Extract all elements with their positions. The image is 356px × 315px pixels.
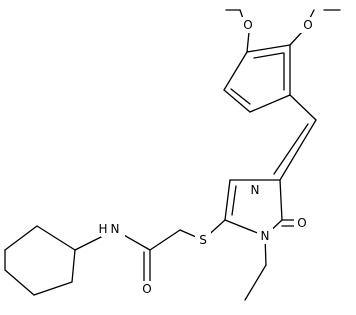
amide-nitrogen-label: N: [111, 222, 120, 236]
bond: [33, 281, 73, 296]
bonds: [4, 9, 341, 301]
bond: [71, 249, 76, 283]
bond: [224, 179, 231, 221]
bond: [223, 51, 248, 91]
bond: [36, 225, 76, 251]
bond: [279, 119, 317, 181]
bond: [246, 44, 291, 53]
methoxy-oxygen-label: O: [243, 18, 252, 32]
bond: [4, 225, 38, 251]
bond: [4, 269, 35, 296]
methoxy-oxygen-label: O: [303, 18, 312, 32]
bond: [249, 94, 291, 113]
bond: [289, 31, 303, 46]
bond: [289, 94, 317, 121]
bond: [230, 88, 251, 105]
bond: [253, 52, 284, 59]
bond: [149, 229, 181, 251]
bond: [244, 264, 267, 301]
imidazole-nitrogen-ethyl-label: N: [261, 229, 270, 243]
bond: [246, 31, 250, 53]
bond: [279, 179, 283, 221]
bond: [231, 185, 237, 216]
amide-hydrogen-label: H: [98, 222, 107, 236]
amide-carbonyl-oxygen-label: O: [142, 282, 151, 296]
bond: [273, 123, 309, 175]
bond: [223, 89, 251, 113]
atom-labels: O O N O N S N H O: [98, 17, 316, 297]
imidazole-nitrogen-label: N: [251, 183, 260, 197]
ring-carbonyl-oxygen-label: O: [297, 216, 306, 230]
sulfur-label: S: [199, 233, 207, 247]
